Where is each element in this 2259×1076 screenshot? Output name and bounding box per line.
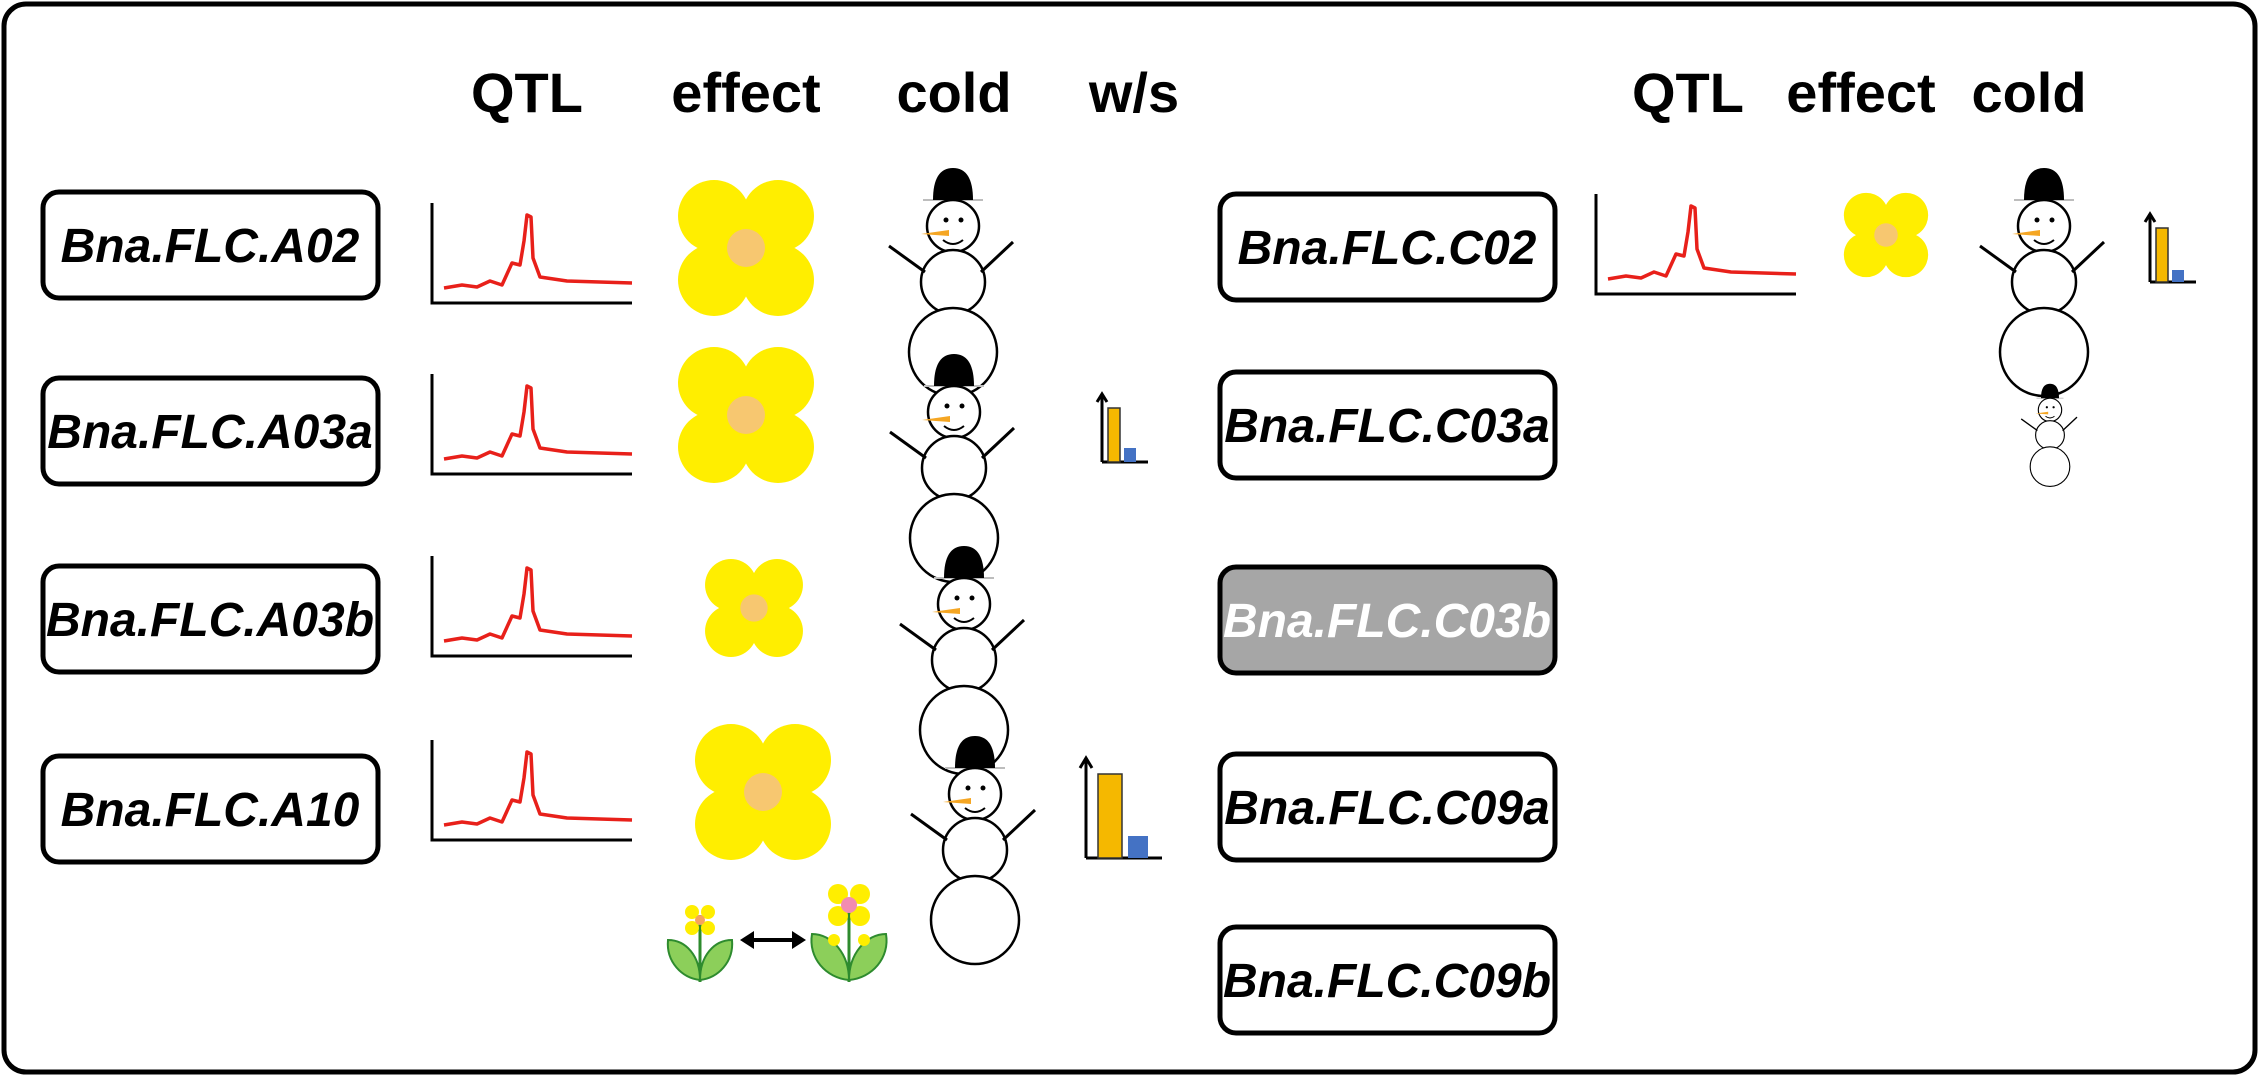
header-effect-right: effect (1786, 61, 1935, 124)
header-right: QTL effect cold (1632, 61, 2087, 124)
gene-label: Bna.FLC.C03b (1223, 595, 1551, 648)
header-ws: w/s (1088, 61, 1179, 124)
header-qtl: QTL (471, 61, 583, 124)
gene-label: Bna.FLC.C02 (1238, 222, 1537, 275)
flower-effect-small (705, 559, 803, 657)
gene-label: Bna.FLC.C09a (1224, 782, 1549, 835)
gene-label: Bna.FLC.C09b (1223, 955, 1551, 1008)
header-effect: effect (671, 61, 820, 124)
gene-box-c02: Bna.FLC.C02 (1217, 191, 1558, 303)
ws-bar-icon (1078, 755, 1162, 860)
header-cold-right: cold (1971, 61, 2086, 124)
gene-box-a03a: Bna.FLC.A03a (40, 375, 381, 487)
gene-box-c03a: Bna.FLC.C03a (1217, 369, 1558, 481)
gene-label: Bna.FLC.A10 (61, 784, 360, 837)
gene-label: Bna.FLC.C03a (1224, 400, 1549, 453)
double-arrow-icon (740, 931, 806, 949)
gene-box-a03b: Bna.FLC.A03b (40, 563, 381, 675)
flower-effect-large (678, 180, 814, 316)
header-left: QTL effect cold w/s (471, 61, 1179, 124)
gene-box-c09b: Bna.FLC.C09b (1217, 924, 1558, 1036)
gene-box-a02: Bna.FLC.A02 (40, 189, 381, 301)
plant-small-icon (666, 905, 734, 982)
gene-label: Bna.FLC.A03b (46, 594, 374, 647)
flower-effect-large (695, 724, 831, 860)
header-qtl-right: QTL (1632, 61, 1744, 124)
ws-bar-icon (1095, 391, 1148, 464)
gene-box-c03b: Bna.FLC.C03b (1217, 564, 1558, 676)
ws-bar-icon (2143, 211, 2196, 284)
gene-box-a10: Bna.FLC.A10 (40, 753, 381, 865)
flower-effect-large (678, 347, 814, 483)
gene-label: Bna.FLC.A02 (61, 220, 360, 273)
flower-effect-small (1843, 192, 1929, 278)
plant-large-icon (810, 884, 888, 982)
gene-label: Bna.FLC.A03a (47, 406, 372, 459)
header-cold: cold (896, 61, 1011, 124)
gene-box-c09a: Bna.FLC.C09a (1217, 751, 1558, 863)
